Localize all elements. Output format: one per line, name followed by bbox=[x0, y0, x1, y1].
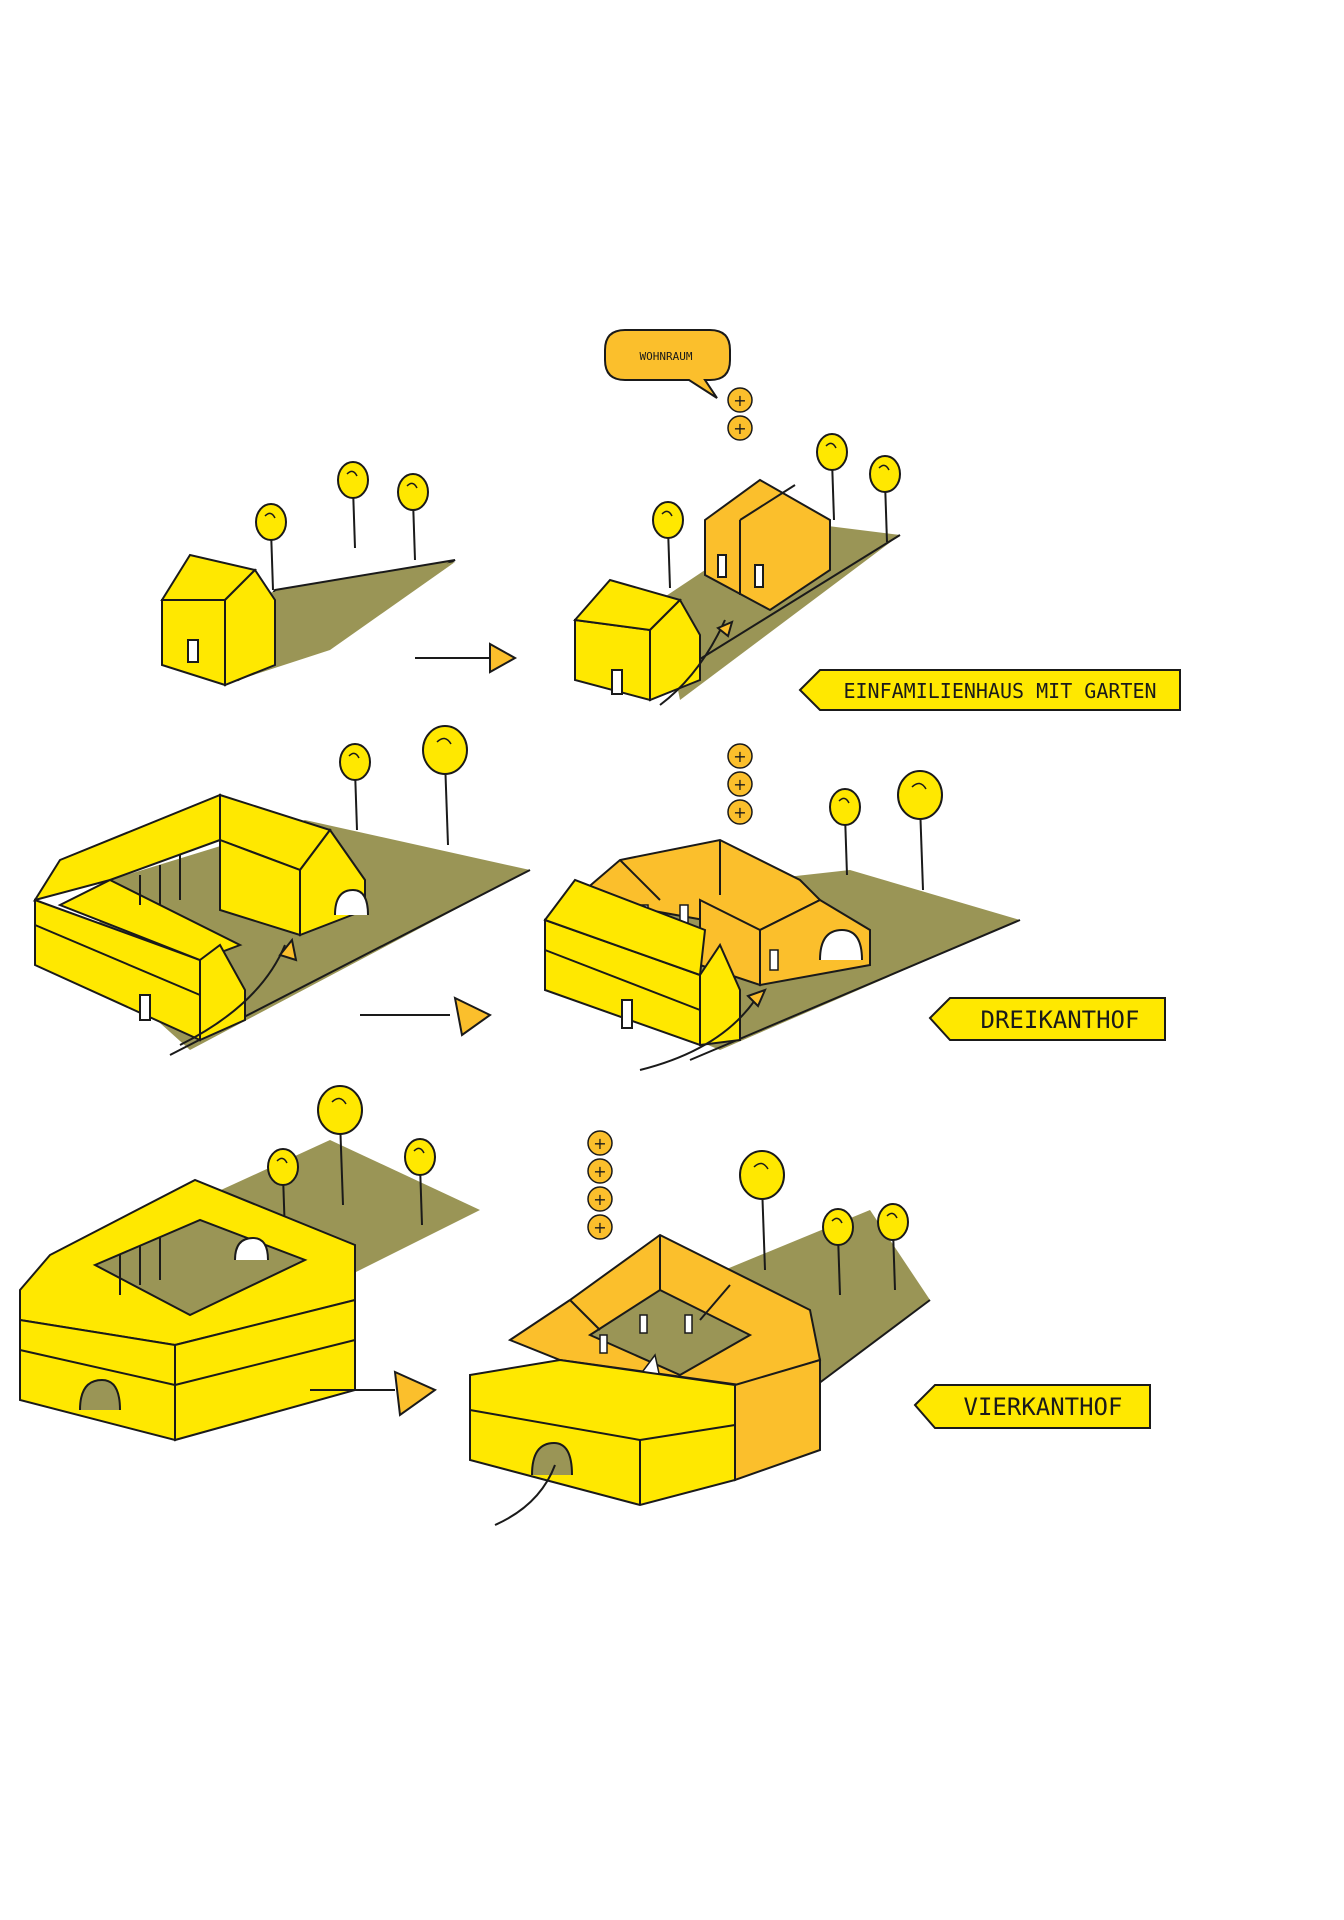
door-icon bbox=[621, 999, 633, 1029]
label-row3: VIERKANTHOF bbox=[913, 1384, 1151, 1429]
speech-bubble-icon: WOHNRAUM bbox=[604, 329, 731, 399]
tree-icon bbox=[829, 788, 861, 876]
svg-text:+: + bbox=[733, 803, 746, 822]
svg-text:+: + bbox=[733, 391, 746, 410]
svg-text:+: + bbox=[593, 1190, 606, 1209]
label-row2-text: DREIKANTHOF bbox=[981, 1006, 1140, 1034]
yellow-house bbox=[573, 578, 701, 702]
orange-houses bbox=[704, 478, 831, 612]
path-arrow-icon bbox=[179, 944, 286, 1046]
svg-text:+: + bbox=[733, 747, 746, 766]
arrow-right-icon bbox=[415, 642, 518, 674]
label-row1: EINFAMILIENHAUS MIT GARTEN bbox=[798, 669, 1181, 711]
row1-right-scene: WOHNRAUM + + bbox=[573, 329, 901, 706]
label-row2: DREIKANTHOF bbox=[928, 997, 1166, 1041]
tree-icon bbox=[869, 455, 901, 543]
row2-right-scene: + + + bbox=[543, 743, 1021, 1071]
path-arrow-icon bbox=[494, 1464, 556, 1526]
door-icon bbox=[139, 994, 151, 1021]
yellow-front bbox=[469, 1358, 736, 1507]
path-arrow-icon bbox=[659, 619, 726, 706]
three-sided-farm bbox=[32, 793, 369, 1042]
plus-stack-row3: + + + + bbox=[587, 1130, 613, 1240]
tree-icon bbox=[397, 473, 429, 561]
speech-bubble-text: WOHNRAUM bbox=[640, 350, 693, 363]
row3-left-scene bbox=[19, 1085, 480, 1442]
label-row3-text: VIERKANTHOF bbox=[964, 1393, 1123, 1421]
tree-icon bbox=[816, 433, 848, 521]
door-icon bbox=[611, 669, 623, 695]
svg-text:+: + bbox=[593, 1134, 606, 1153]
row2-left-scene bbox=[32, 725, 531, 1056]
plus-stack-row1: + + bbox=[727, 387, 753, 441]
plus-stack-row2: + + + bbox=[727, 743, 753, 825]
svg-text:+: + bbox=[593, 1162, 606, 1181]
row1-left-scene bbox=[160, 461, 456, 687]
tree-icon bbox=[652, 501, 684, 589]
svg-text:+: + bbox=[593, 1218, 606, 1237]
tree-icon bbox=[897, 770, 943, 891]
row3-right-scene: + + + + bbox=[469, 1130, 931, 1526]
arrow-right-icon bbox=[310, 1370, 437, 1417]
tree-icon bbox=[422, 725, 468, 846]
tree-icon bbox=[337, 461, 369, 549]
path-arrow-icon bbox=[639, 999, 756, 1071]
four-sided-farm bbox=[19, 1178, 356, 1442]
label-row1-text: EINFAMILIENHAUS MIT GARTEN bbox=[843, 679, 1156, 703]
yellow-wing bbox=[543, 878, 741, 1047]
single-house bbox=[160, 553, 276, 687]
door-icon bbox=[187, 639, 199, 663]
tree-icon bbox=[339, 743, 371, 831]
svg-text:+: + bbox=[733, 419, 746, 438]
arrow-right-icon bbox=[360, 996, 492, 1037]
svg-text:+: + bbox=[733, 775, 746, 794]
